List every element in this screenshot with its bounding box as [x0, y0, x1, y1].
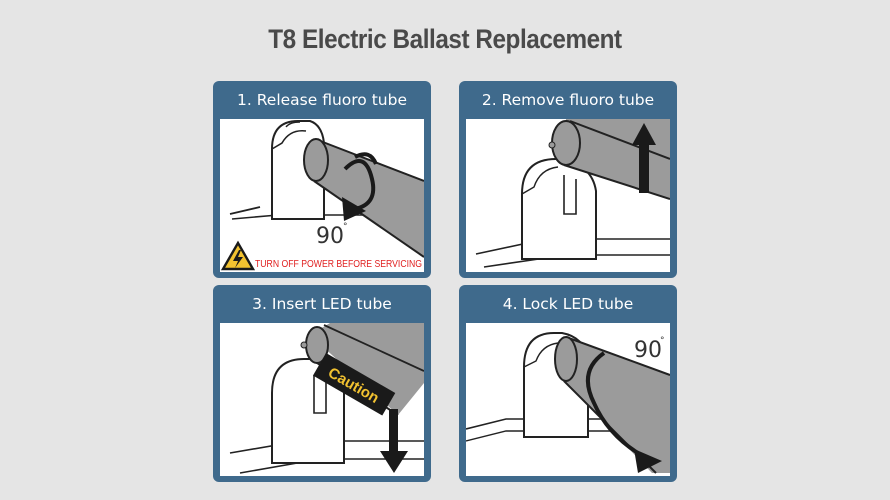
rotate-arrow-icon: [585, 351, 662, 473]
rotate-arrow-icon: [342, 152, 378, 221]
lock-tube-illustration: 90 °: [466, 332, 670, 474]
step-card-insert: 3. Insert LED tube Caution: [213, 285, 431, 482]
step-illustration: Caution: [220, 323, 424, 476]
step-illustration: 90 °: [466, 323, 670, 476]
step-label: 4. Lock LED tube: [502, 295, 634, 313]
step-illustration: [466, 119, 670, 272]
degree-mark: °: [660, 336, 665, 346]
fluoro-tube: [303, 138, 424, 258]
up-arrow-icon: [632, 123, 656, 193]
release-tube-illustration: 90 ° TURN OFF POWER BEFORE SERVICING: [220, 120, 424, 271]
warning-text: TURN OFF POWER BEFORE SERVICING: [255, 258, 422, 270]
step-label: 2. Remove fluoro tube: [481, 91, 655, 109]
angle-label: 90: [634, 338, 662, 363]
step-card-lock: 4. Lock LED tube 90 °: [459, 285, 677, 482]
led-tube: Caution: [300, 323, 424, 416]
lamp-holder: [521, 158, 597, 260]
step-card-remove: 2. Remove fluoro tube: [459, 81, 677, 278]
angle-label: 90: [316, 224, 344, 249]
remove-tube-illustration: [475, 119, 670, 268]
degree-mark: °: [343, 222, 348, 232]
down-arrow-icon: [380, 409, 408, 473]
step-illustration: 90 ° TURN OFF POWER BEFORE SERVICING: [220, 119, 424, 272]
step-label: 3. Insert LED tube: [252, 295, 392, 313]
insert-tube-illustration: Caution: [229, 323, 424, 474]
step-label: 1. Release fluoro tube: [237, 91, 407, 109]
page-title: T8 Electric Ballast Replacement: [268, 24, 622, 54]
high-voltage-warning-icon: [220, 240, 256, 271]
step-card-release: 1. Release fluoro tube: [213, 81, 431, 278]
